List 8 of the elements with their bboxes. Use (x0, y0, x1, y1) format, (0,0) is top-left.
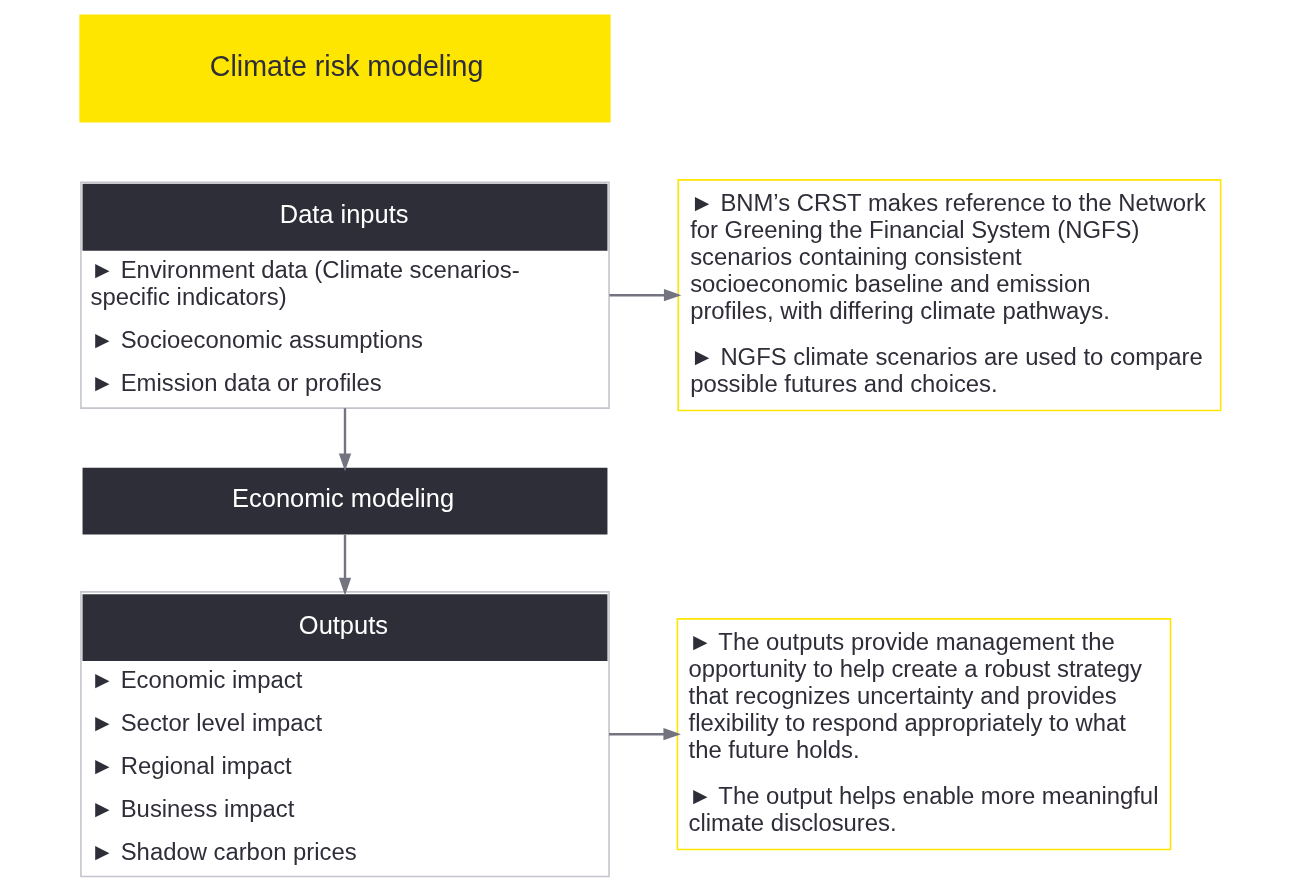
node-box: Climate risk modeling (78, 14, 611, 123)
node-box: Economic modeling (82, 467, 607, 535)
node-box: ► The outputs provide management the opportunity to help create a robust strategy that recognizes uncertainty and provides flexibility to respond appropriately to what the future holds. ► The output helps enable more meaningful climate disclosures. (676, 618, 1171, 851)
arrow (338, 408, 351, 472)
arrow (338, 534, 351, 596)
node-box: ► BNM’s CRST makes reference to the Network for Greening the Financial System (NGFS) scenarios containing consistent socioeconomic baseline and emission profiles, with differing climate pathways. ► NGFS climate scenarios are used to compare possible futures and choices. (676, 179, 1221, 412)
arrow (608, 289, 681, 302)
arrow (608, 728, 681, 741)
